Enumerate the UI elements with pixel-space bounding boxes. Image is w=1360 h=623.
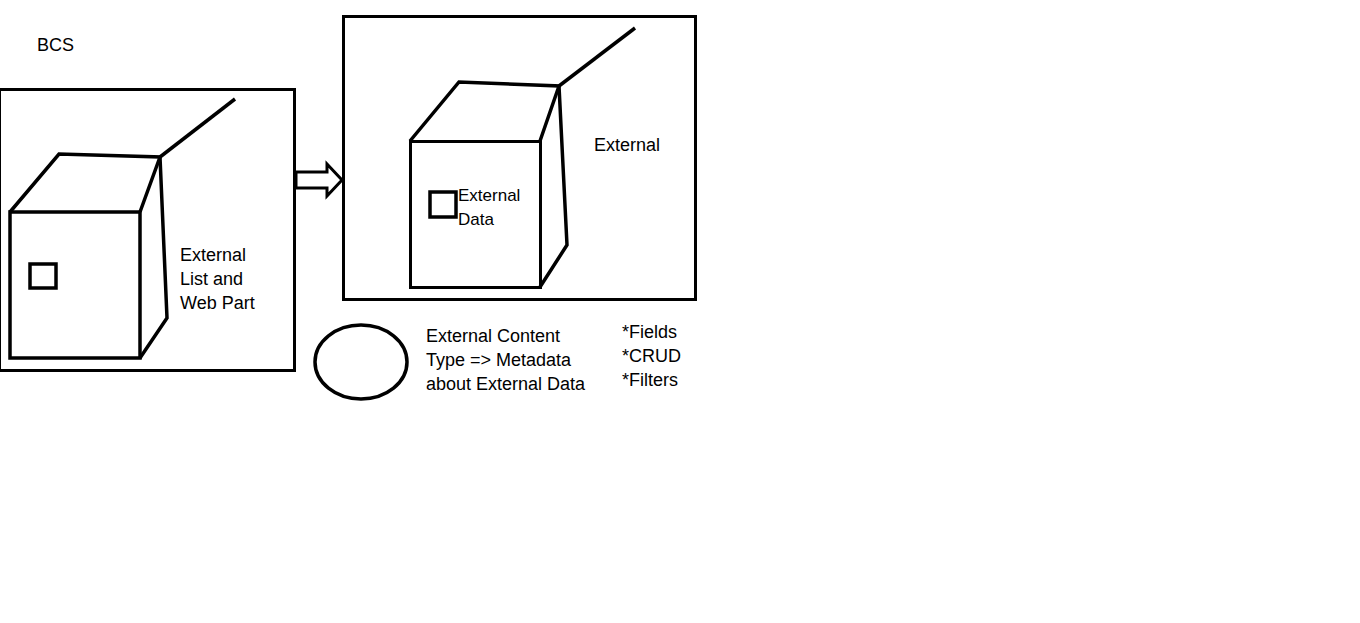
cube-top <box>410 82 559 141</box>
diagram-title: BCS <box>37 33 74 57</box>
ellipse-outline <box>312 322 410 402</box>
cube-side <box>540 86 567 287</box>
node-text: External List and Web Part <box>180 243 275 315</box>
node-text: External Content Type => Metadata about … <box>426 324 586 396</box>
small-square <box>430 192 456 217</box>
bullet-label: *Fields <box>622 320 677 344</box>
cube-line <box>559 28 635 86</box>
bullet-label: *Filters <box>622 368 678 392</box>
content-type-ellipse: External Content Type => Metadata about … <box>312 322 612 422</box>
cube-front <box>10 212 140 358</box>
cube-side <box>140 157 167 358</box>
small-square <box>30 264 56 288</box>
block-arrow <box>296 164 342 196</box>
bullet-label: *CRUD <box>622 344 681 368</box>
node-text: External <box>594 133 689 157</box>
external-panel: External Data External <box>342 15 697 301</box>
ellipse-shape <box>315 325 407 399</box>
node-text: External Data <box>458 184 534 232</box>
cube-front-box: External Data <box>409 140 542 289</box>
cube-top <box>10 154 160 212</box>
list-panel: External List and Web Part <box>0 88 296 372</box>
cube-line <box>160 99 235 157</box>
